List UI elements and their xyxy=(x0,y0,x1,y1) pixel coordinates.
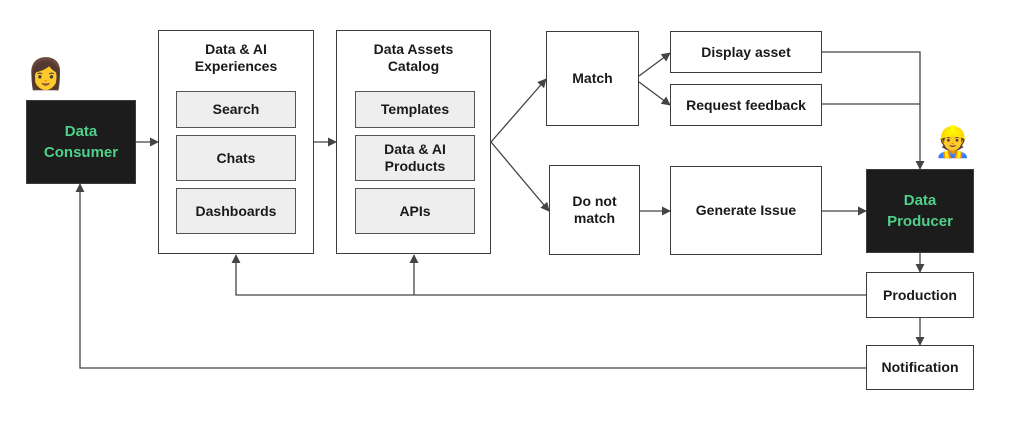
templates-label: Templates xyxy=(380,101,450,117)
arrow-catalog-to-match xyxy=(490,78,547,143)
experiences-title: Data & AI Experiences xyxy=(194,41,278,74)
data-producer-label: Data Producer xyxy=(887,192,953,230)
no-match-label: Do not match xyxy=(572,193,617,226)
data-ai-products-node: Data & AI Products xyxy=(355,135,475,181)
generate-issue-node: Generate Issue xyxy=(670,166,822,255)
data-consumer-node: Data Consumer xyxy=(26,100,136,184)
dashboards-node: Dashboards xyxy=(176,188,296,234)
data-ai-products-label: Data & AI Products xyxy=(384,141,446,174)
data-consumer-label: Data Consumer xyxy=(43,123,119,161)
consumer-avatar-icon: 👩 xyxy=(27,57,65,92)
apis-label: APIs xyxy=(399,202,431,219)
catalog-title: Data Assets Catalog xyxy=(373,41,454,74)
search-label: Search xyxy=(212,101,260,117)
apis-node: APIs xyxy=(355,188,475,234)
arrow-match-to-feedback xyxy=(638,81,671,106)
dashboards-label: Dashboards xyxy=(195,202,277,219)
arrow-match-to-display xyxy=(638,52,671,77)
production-label: Production xyxy=(883,286,957,303)
request-feedback-node: Request feedback xyxy=(670,84,822,126)
notification-node: Notification xyxy=(866,345,974,390)
generate-issue-label: Generate Issue xyxy=(695,202,797,218)
display-asset-node: Display asset xyxy=(670,31,822,73)
match-label: Match xyxy=(572,70,613,86)
arrow-notification-to-consumer xyxy=(75,183,866,369)
match-node: Match xyxy=(546,31,639,126)
producer-avatar-icon: 👷 xyxy=(934,125,972,160)
data-producer-node: Data Producer xyxy=(866,169,974,253)
production-node: Production xyxy=(866,272,974,318)
arrow-production-to-experiences xyxy=(231,254,866,296)
arrow-display-to-producer xyxy=(822,51,925,170)
templates-node: Templates xyxy=(355,91,475,128)
notification-label: Notification xyxy=(881,359,959,375)
request-feedback-label: Request feedback xyxy=(686,96,806,113)
chats-node: Chats xyxy=(176,135,296,181)
chats-label: Chats xyxy=(216,149,256,166)
search-node: Search xyxy=(176,91,296,128)
display-asset-label: Display asset xyxy=(701,43,791,60)
arrow-catalog-to-no-match xyxy=(490,141,550,212)
no-match-node: Do not match xyxy=(549,165,640,255)
